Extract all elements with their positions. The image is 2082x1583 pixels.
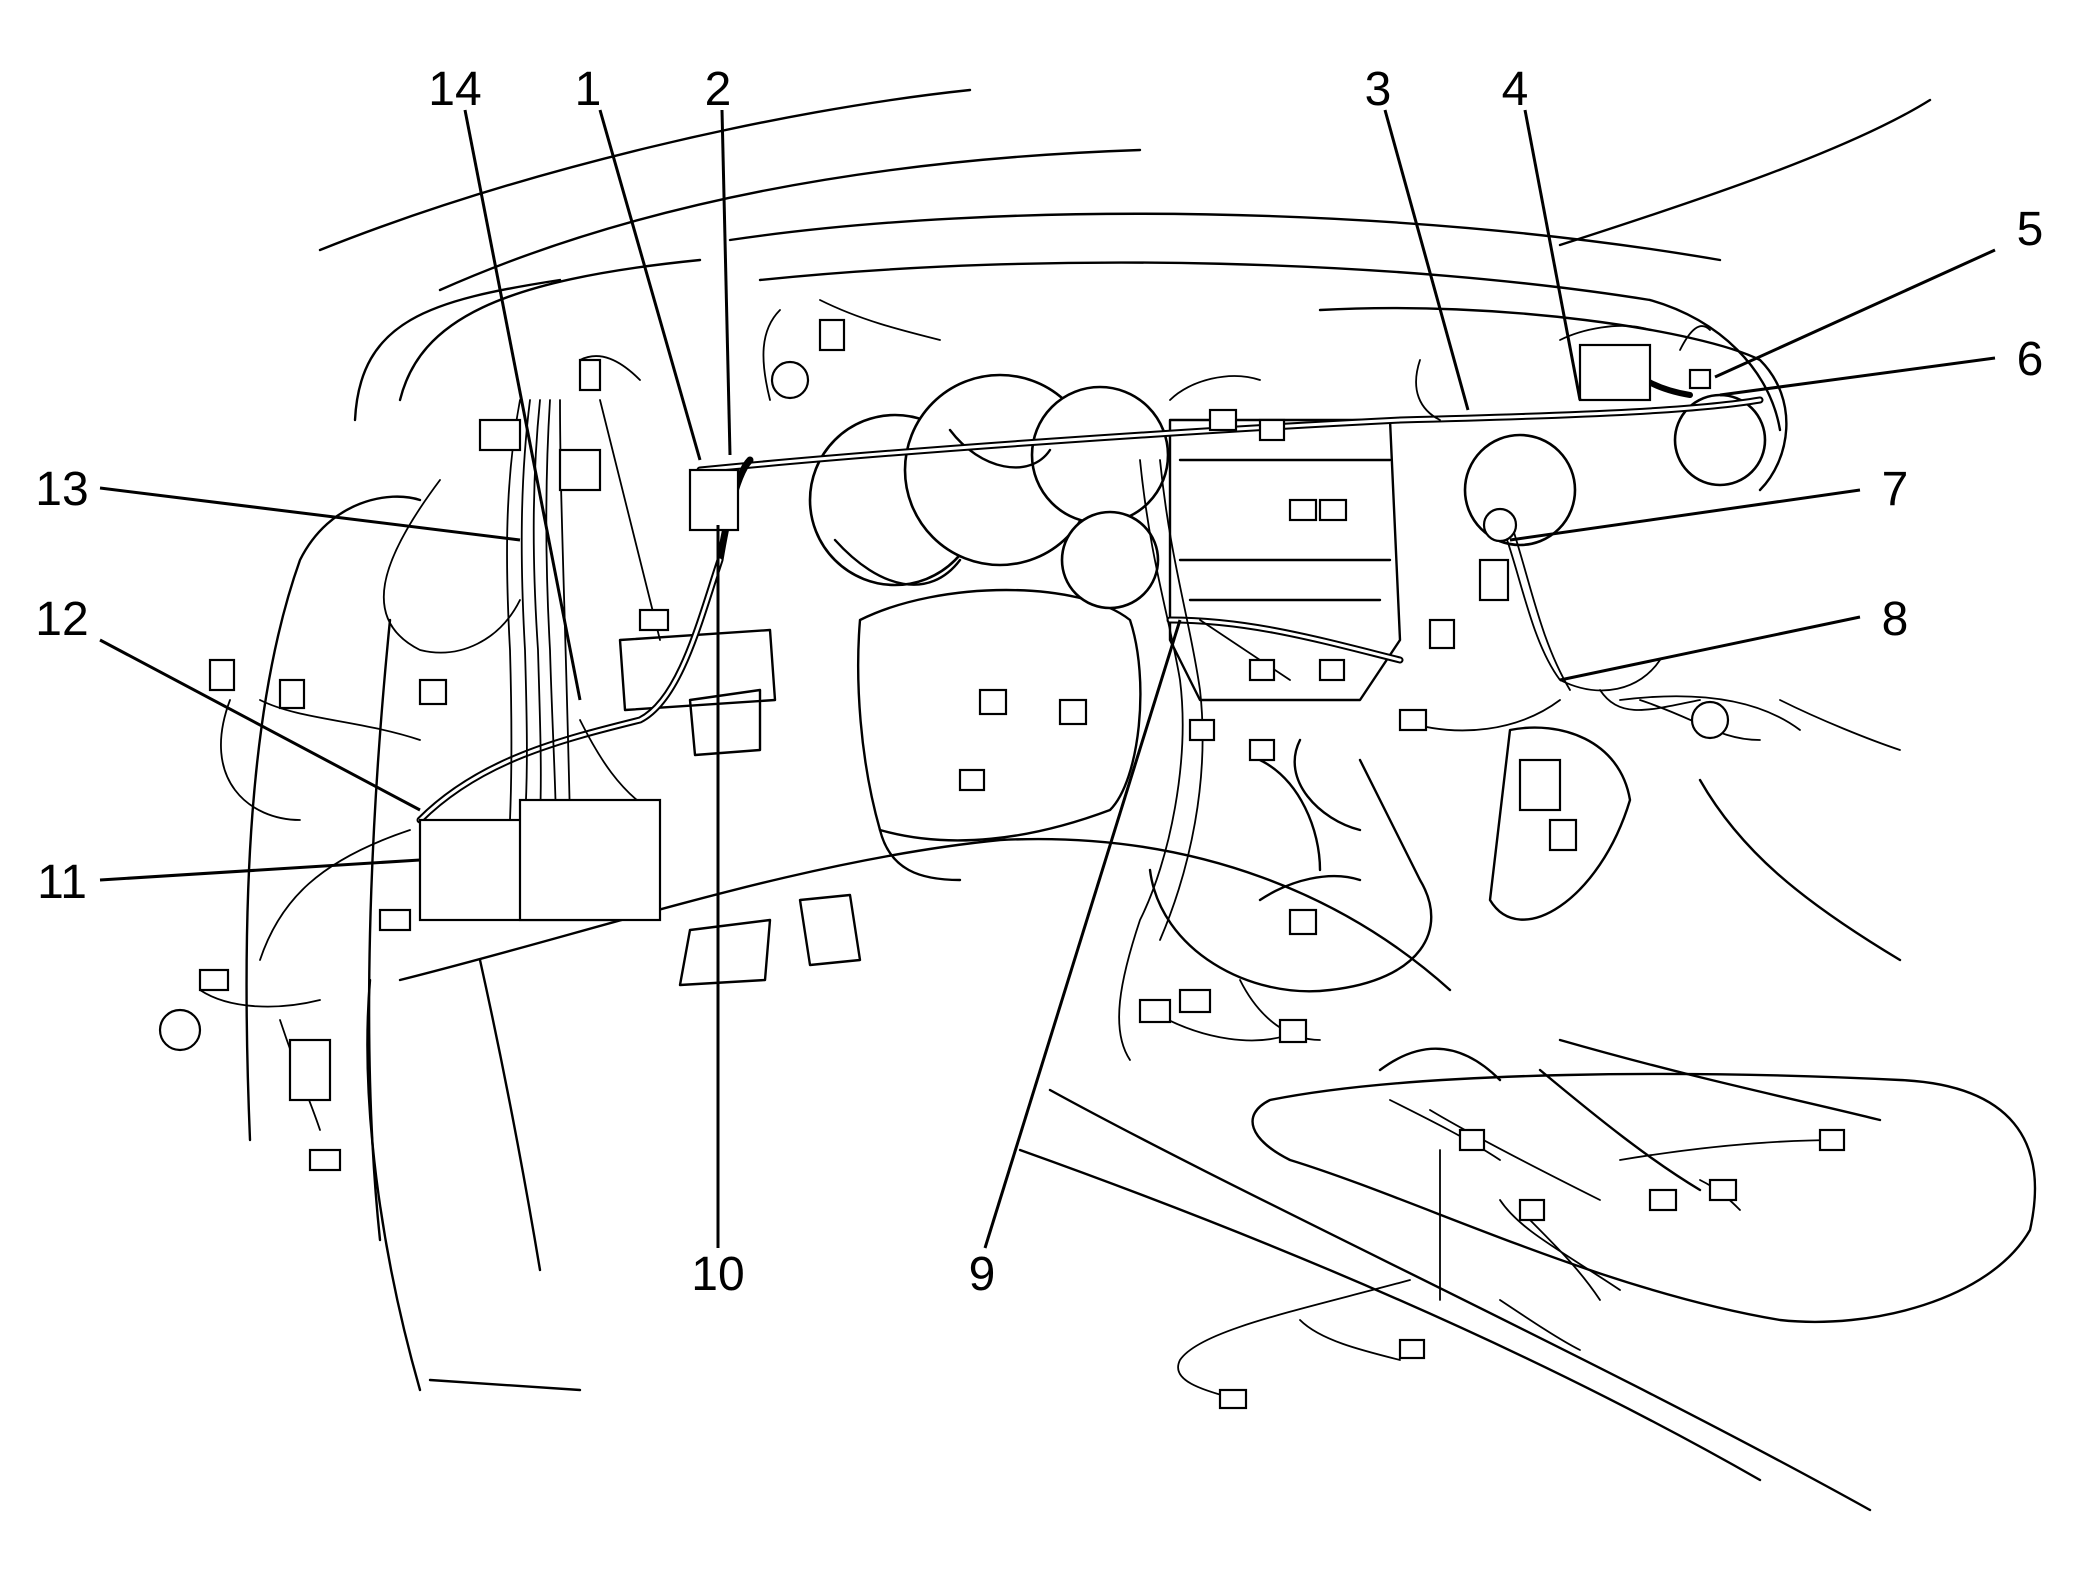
connector-ae: [198, 968, 230, 992]
callout-4: 4: [1502, 63, 1529, 116]
connector-q: [1428, 618, 1456, 650]
connectors: [158, 318, 1846, 1410]
leader-lines: [99, 109, 1996, 1249]
connector-r: [1398, 708, 1428, 732]
connector-w: [1458, 1128, 1486, 1152]
leader-2: [720, 109, 732, 456]
connector-c: [818, 318, 846, 352]
callout-12: 12: [35, 593, 88, 646]
fuse-block-connector: [688, 468, 740, 532]
connector-p: [1548, 818, 1578, 852]
callout-2: 2: [705, 63, 732, 116]
small-connector-5: [1688, 368, 1712, 390]
grommet-center: [770, 360, 810, 400]
grommet-right: [1690, 700, 1730, 740]
grommet-left: [158, 1008, 202, 1052]
connector-x: [1518, 1198, 1546, 1222]
fuse-block: [518, 798, 662, 922]
leader-11: [99, 858, 421, 882]
callout-1: 1: [575, 63, 602, 116]
leader-14: [463, 109, 582, 701]
callout-8: 8: [1882, 593, 1909, 646]
leader-7: [1509, 488, 1861, 542]
connector-e: [638, 608, 670, 632]
callout-3: 3: [1365, 63, 1392, 116]
dashboard-outline: [245, 88, 2037, 1512]
leader-12: [99, 638, 421, 812]
gauge-cluster: [808, 373, 1767, 610]
connector-f: [1208, 408, 1238, 432]
connector-aj: [418, 678, 448, 706]
connector-u: [1288, 908, 1318, 936]
connector-am: [958, 768, 986, 792]
connector-ai: [278, 678, 306, 710]
connector-ag: [308, 1148, 342, 1172]
connector-d: [578, 358, 602, 392]
connector-k: [1318, 658, 1346, 682]
connector-b: [558, 448, 602, 492]
grommet-cluster: [1482, 507, 1518, 543]
callout-10: 10: [691, 1248, 744, 1301]
leader-5: [1714, 248, 1996, 379]
connector-al: [1058, 698, 1088, 726]
connector-s: [1138, 998, 1172, 1024]
leader-8: [1559, 615, 1861, 682]
callout-7: 7: [1882, 463, 1909, 516]
connector-ac: [1218, 1388, 1248, 1410]
connector-h: [1288, 498, 1318, 522]
callout-labels: 1 2 3 4 5 6 7 8 9 10 11 12 13 14: [35, 63, 2043, 1301]
connector-t: [1178, 988, 1212, 1014]
connector-ad: [378, 908, 412, 932]
callout-13: 13: [35, 463, 88, 516]
connector-ak: [978, 688, 1008, 716]
callout-11: 11: [37, 856, 87, 909]
connector-n: [1478, 558, 1510, 602]
connector-ab: [1398, 1338, 1426, 1360]
leader-6: [1719, 356, 1996, 397]
connector-g: [1258, 418, 1286, 442]
callout-9: 9: [969, 1248, 996, 1301]
leader-13: [99, 486, 521, 542]
leader-9: [983, 619, 1182, 1249]
connector-i: [1318, 498, 1348, 522]
connector-y: [1648, 1188, 1678, 1212]
connector-m: [1248, 738, 1276, 762]
leader-1: [598, 109, 702, 461]
connector-aa: [1818, 1128, 1846, 1152]
connector-z: [1708, 1178, 1738, 1202]
connector-ah: [208, 658, 236, 692]
relay-connector: [1578, 343, 1652, 402]
connector-l: [1188, 718, 1216, 742]
leader-3: [1383, 109, 1470, 411]
connector-af: [288, 1038, 332, 1102]
callout-14: 14: [428, 63, 481, 116]
callout-5: 5: [2017, 203, 2044, 256]
connector-j: [1248, 658, 1276, 682]
connector-a: [478, 418, 522, 452]
leader-4: [1523, 109, 1582, 401]
callout-6: 6: [2017, 333, 2044, 386]
connector-v: [1278, 1018, 1308, 1044]
connector-o: [1518, 758, 1562, 812]
